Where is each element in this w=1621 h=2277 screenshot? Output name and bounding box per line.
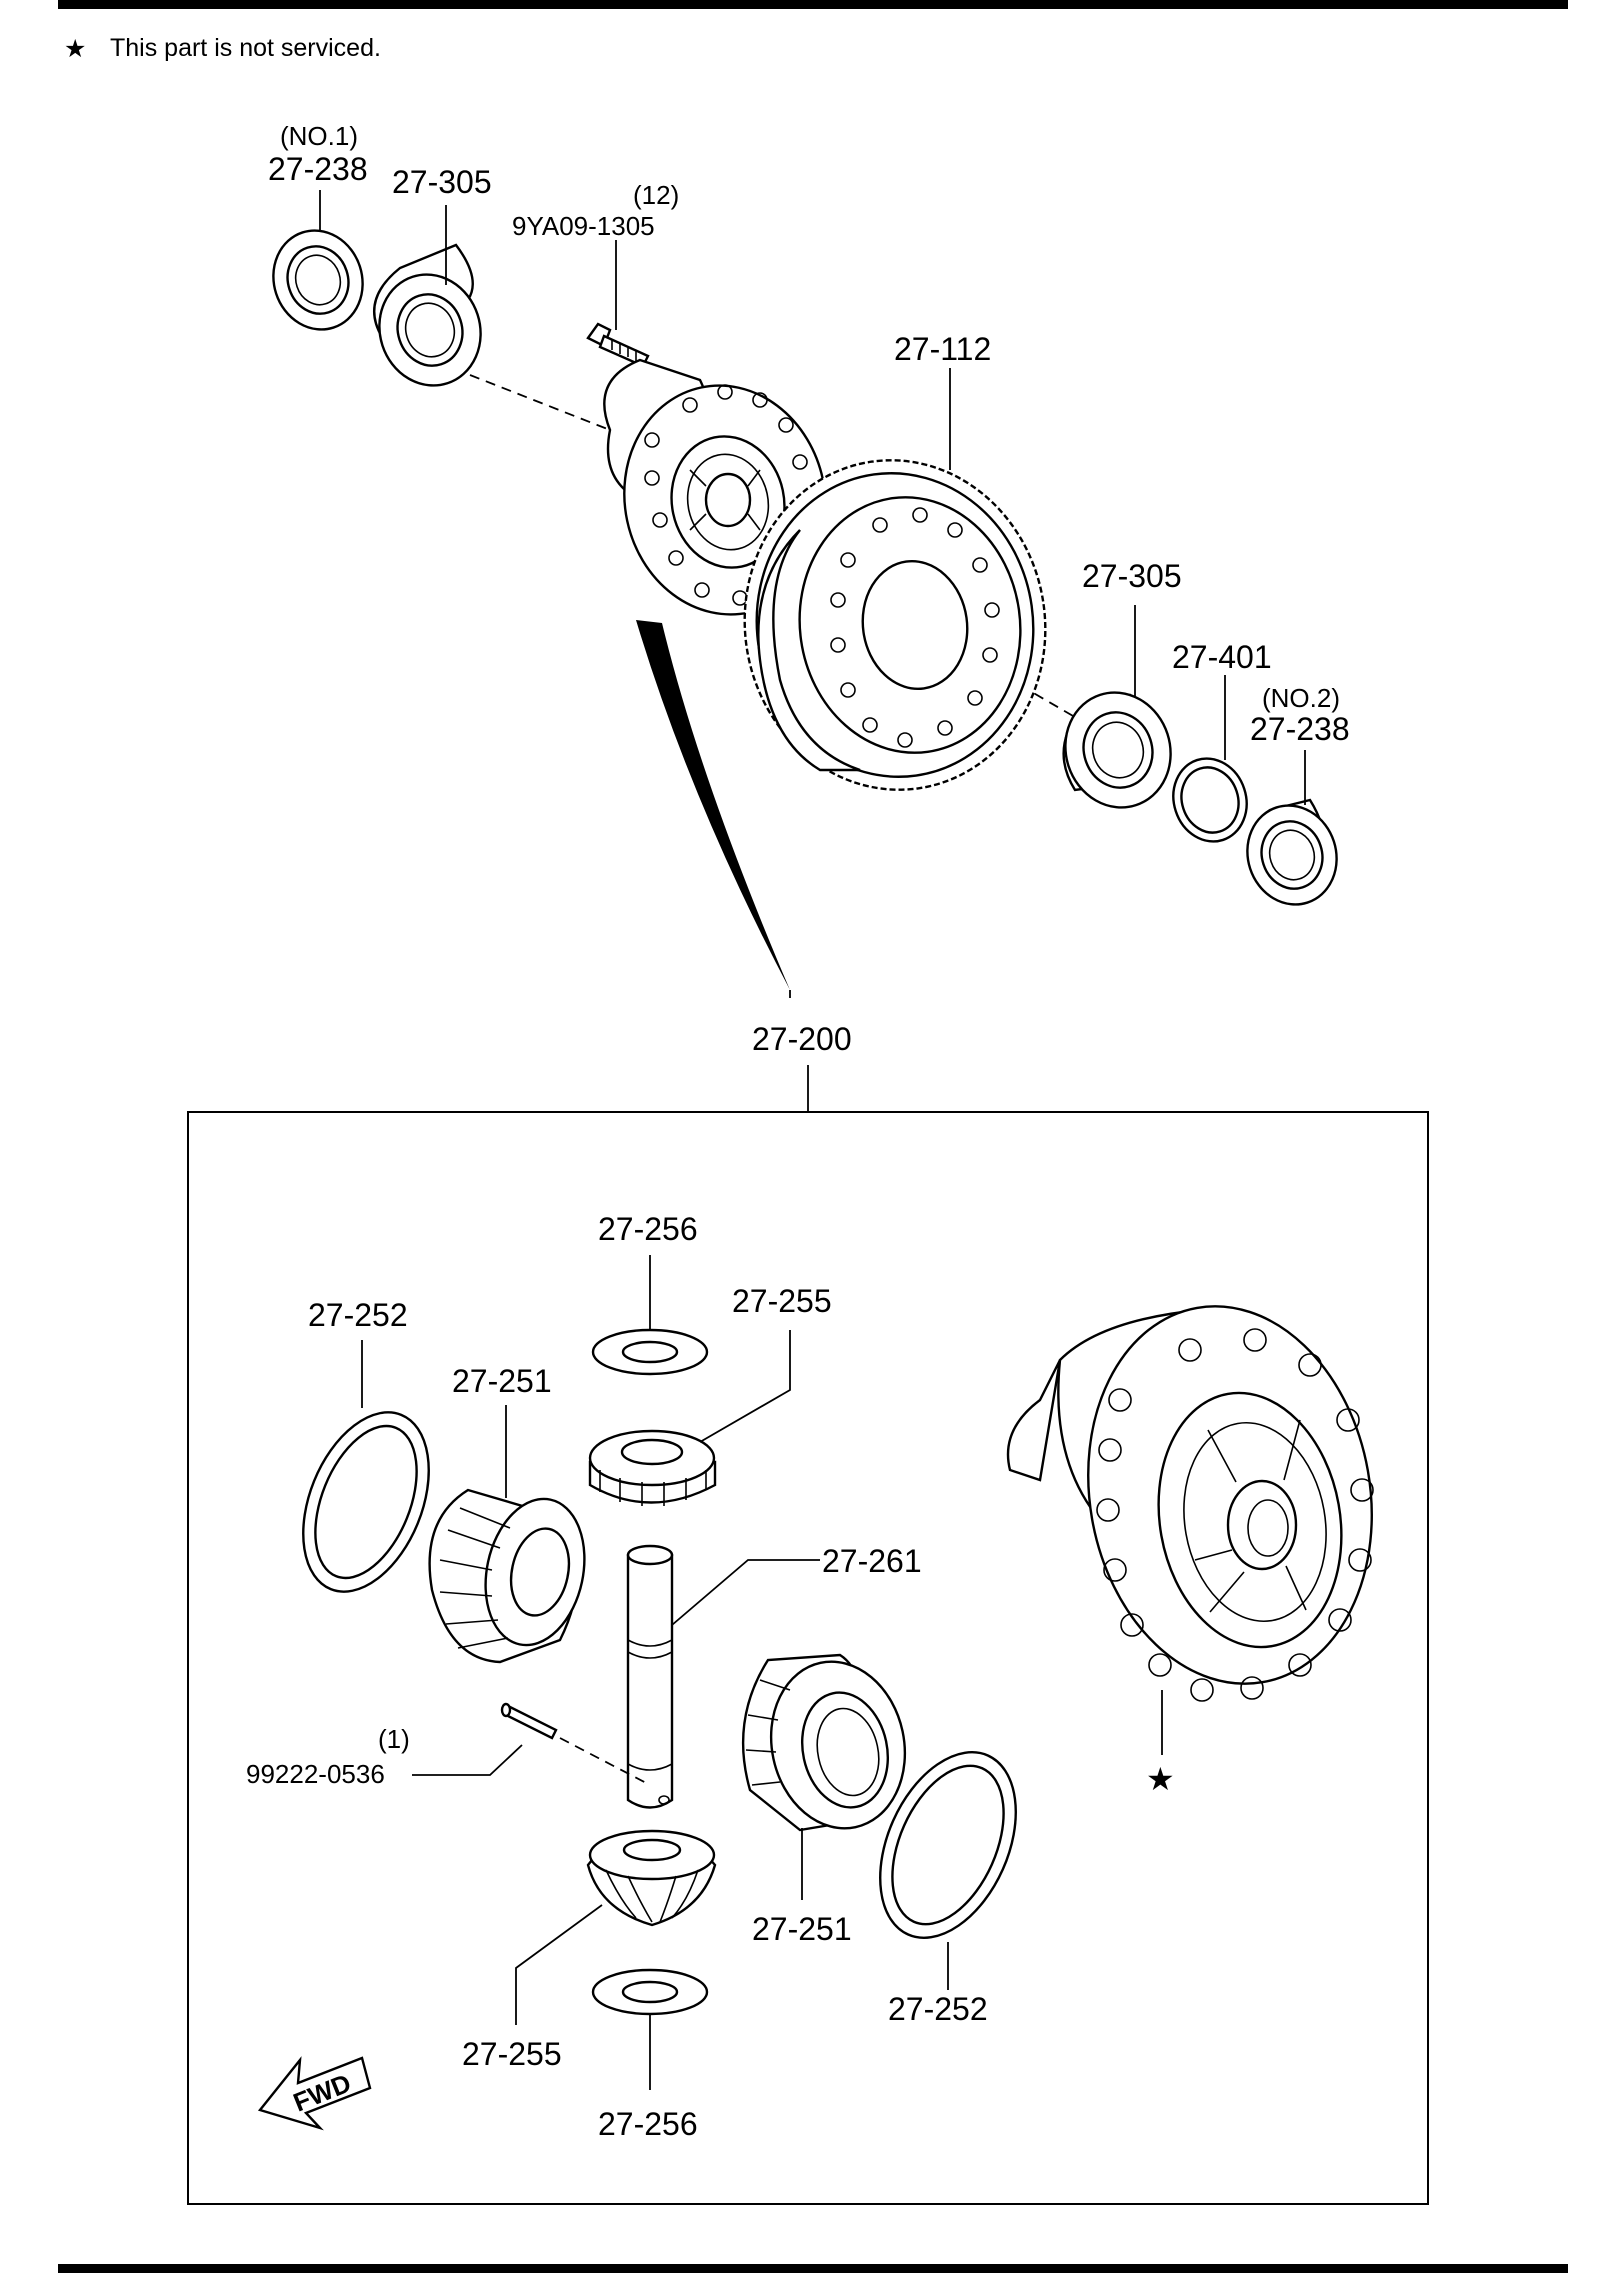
label-ring-gear: 27-112 — [894, 331, 991, 367]
label-bearing-left: 27-305 — [392, 164, 492, 200]
side-gear-washer-left — [302, 1411, 430, 1593]
forward-direction-arrow: FWD — [257, 2056, 372, 2131]
pinion-gear-bottom — [586, 1829, 717, 1927]
label-case-assembly: 27-200 — [752, 1021, 852, 1057]
label-side-washer-left: 27-252 — [308, 1297, 408, 1333]
lock-pin — [500, 1702, 558, 1740]
not-serviced-marker-icon: ★ — [1146, 1761, 1175, 1797]
bearing-left — [373, 243, 482, 387]
differential-case — [1006, 1305, 1374, 1702]
label-bearing-no2: 27-238 — [1250, 711, 1350, 747]
note-star-icon: ★ — [64, 35, 86, 63]
label-bearing-no1-qualifier: (NO.1) — [280, 121, 358, 151]
label-side-gear-right: 27-251 — [752, 1911, 852, 1947]
pinion-shaft — [626, 1544, 674, 1809]
label-washer-bottom: 27-256 — [598, 2106, 698, 2142]
shim — [1172, 757, 1248, 843]
thrust-washer-top — [591, 1328, 709, 1376]
label-bearing-no2-qualifier: (NO.2) — [1262, 683, 1340, 713]
bottom-border-bar — [58, 2264, 1568, 2273]
label-bearing-right: 27-305 — [1082, 558, 1182, 594]
label-side-gear-left: 27-251 — [452, 1363, 552, 1399]
side-gear-left — [428, 1488, 586, 1664]
label-bearing-no1: 27-238 — [268, 151, 368, 187]
top-border-bar — [58, 0, 1568, 9]
label-side-washer-right: 27-252 — [888, 1991, 988, 2027]
label-shim: 27-401 — [1172, 639, 1272, 675]
label-pin-qty: (1) — [378, 1724, 410, 1754]
label-washer-top: 27-256 — [598, 1211, 698, 1247]
bearing-race-no2 — [1246, 798, 1338, 906]
side-gear-right — [741, 1653, 907, 1832]
label-pinion-top: 27-255 — [732, 1283, 832, 1319]
label-pin: 99222-0536 — [246, 1759, 385, 1789]
label-pinion-shaft: 27-261 — [822, 1543, 922, 1579]
case-assembly-frame — [187, 1111, 1429, 2205]
note-text: This part is not serviced. — [110, 34, 381, 62]
ring-gear-bolt — [586, 322, 650, 368]
thrust-washer-bottom — [591, 1968, 709, 2016]
pinion-gear-top — [588, 1429, 717, 1506]
ring-gear — [743, 459, 1047, 791]
assembly-pointer — [636, 620, 790, 990]
bearing-race-no1 — [272, 229, 364, 331]
bearing-right — [1062, 691, 1172, 809]
label-bolt: 9YA09-1305 — [512, 211, 655, 241]
label-pinion-bottom: 27-255 — [462, 2036, 562, 2072]
side-gear-washer-right — [879, 1751, 1017, 1939]
label-bolt-qty: (12) — [633, 180, 679, 210]
